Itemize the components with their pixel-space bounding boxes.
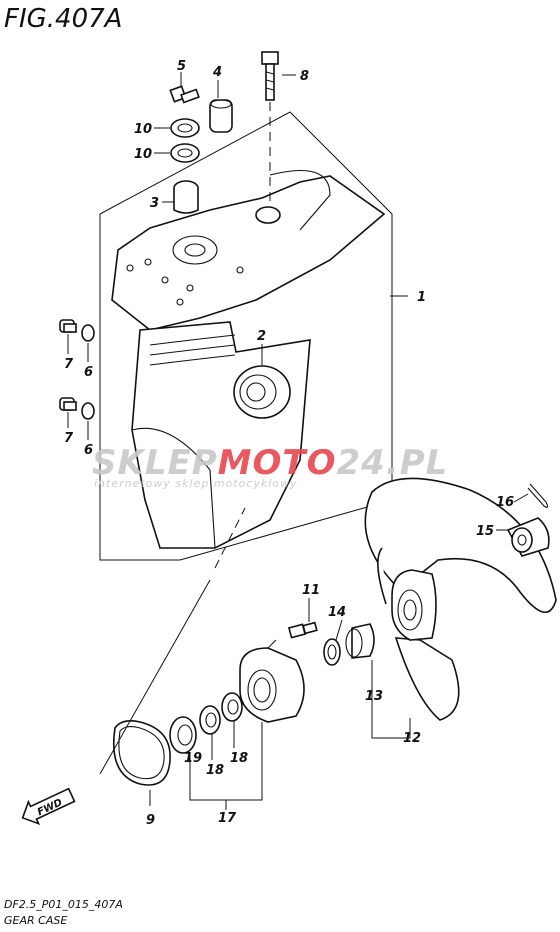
callout-2: 2 xyxy=(257,329,266,344)
callout-8: 8 xyxy=(300,69,309,84)
callout-10-upper: 10 xyxy=(134,122,152,137)
watermark-brand-part-3: 24.PL xyxy=(337,443,449,483)
bush-part-4 xyxy=(209,99,233,133)
watermark-brand-part-2: MOTO xyxy=(218,443,337,483)
propeller-part-12 xyxy=(364,477,557,721)
plug-part-7-b xyxy=(59,397,77,411)
callout-19: 19 xyxy=(184,751,202,766)
callout-5: 5 xyxy=(177,59,186,74)
callout-11: 11 xyxy=(302,583,320,598)
leader-lines xyxy=(67,72,529,810)
bush-part-3 xyxy=(173,180,199,214)
callout-18-right: 18 xyxy=(230,751,248,766)
propeller-shaft-housing-part-17 xyxy=(239,639,305,723)
gear-case-outline-box xyxy=(99,111,393,561)
callout-12: 12 xyxy=(403,731,421,746)
watermark-brand-part-1: SKLEP xyxy=(92,443,218,483)
bolt-part-5 xyxy=(169,85,200,104)
bolt-part-8 xyxy=(261,51,279,205)
callout-1: 1 xyxy=(417,290,426,305)
callout-9: 9 xyxy=(146,813,155,828)
callout-10-lower: 10 xyxy=(134,147,152,162)
gasket-part-6-a xyxy=(81,324,95,342)
callout-6-upper: 6 xyxy=(84,365,93,380)
oil-seal-part-18-a xyxy=(199,705,221,735)
oil-seal-part-10-a xyxy=(170,118,200,138)
callout-6-lower: 6 xyxy=(84,443,93,458)
callout-17: 17 xyxy=(218,811,237,826)
figure-name: GEAR CASE xyxy=(4,914,67,927)
o-ring-part-9 xyxy=(99,507,246,786)
callout-3: 3 xyxy=(150,196,159,211)
forward-arrow-icon: FWD xyxy=(21,787,76,826)
bolt-part-11 xyxy=(287,621,318,639)
callout-7-lower: 7 xyxy=(64,431,74,446)
callout-15: 15 xyxy=(476,524,494,539)
callout-13: 13 xyxy=(365,689,383,704)
bush-part-13 xyxy=(345,623,375,659)
washer-part-14 xyxy=(323,638,341,666)
gasket-part-6-b xyxy=(81,402,95,420)
gear-case-body xyxy=(111,169,386,549)
figure-code: DF2.5_P01_015_407A xyxy=(4,898,123,911)
figure-title: FIG.407A xyxy=(4,4,122,34)
callout-16: 16 xyxy=(496,495,514,510)
watermark-tagline: internetowy sklep motocyklowy xyxy=(94,477,298,490)
oil-seal-part-18-b xyxy=(221,692,243,722)
callout-18-left: 18 xyxy=(206,763,224,778)
cotter-pin-part-16 xyxy=(527,483,549,508)
callout-14: 14 xyxy=(328,605,346,620)
bearing-part-19 xyxy=(169,716,197,754)
callout-7-upper: 7 xyxy=(64,357,74,372)
watermark: SKLEPMOTO24.PL internetowy sklep motocyk… xyxy=(92,443,448,490)
oil-seal-part-10-b xyxy=(170,143,200,163)
bearing-part-2 xyxy=(233,365,291,419)
plug-part-7-a xyxy=(59,319,77,333)
nut-part-15 xyxy=(506,517,550,557)
callout-4: 4 xyxy=(212,65,222,80)
svg-text:SKLEPMOTO24.PL: SKLEPMOTO24.PL xyxy=(92,443,448,483)
